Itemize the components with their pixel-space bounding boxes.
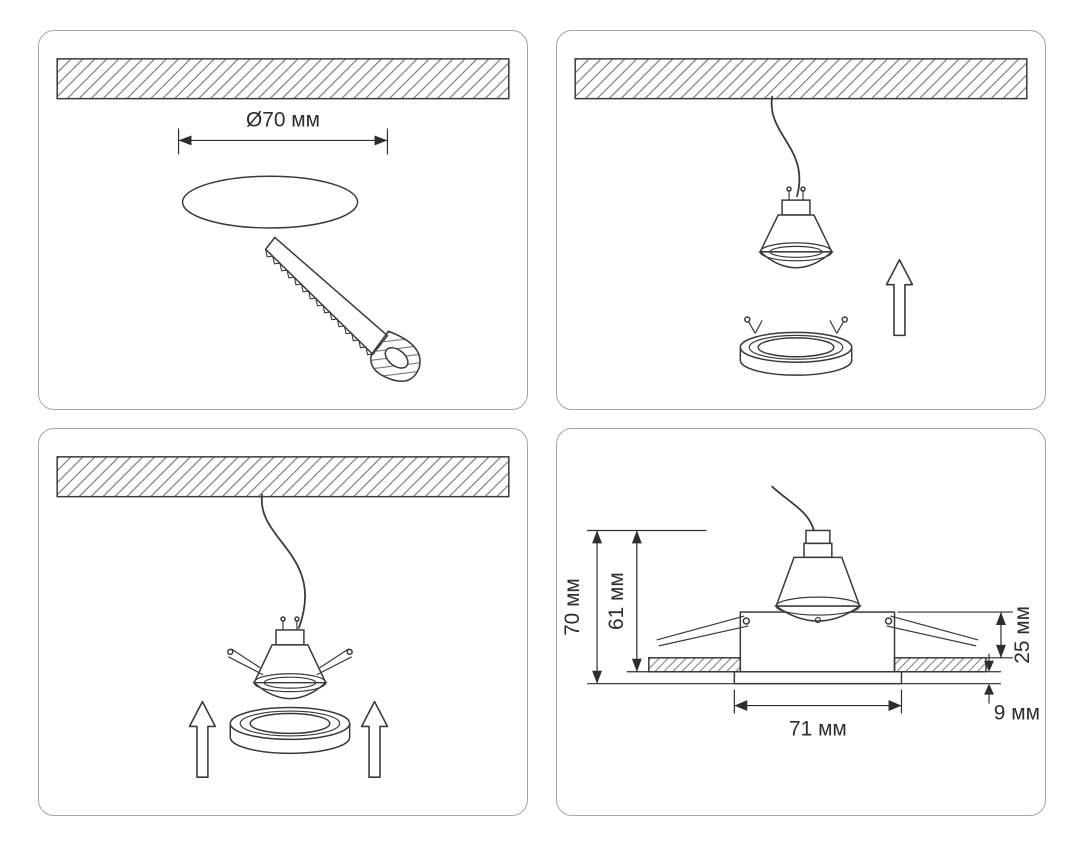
- spring-clip-tip: [227, 648, 234, 656]
- ring-mid: [748, 334, 844, 360]
- dimension-arrowhead: [374, 135, 388, 146]
- up-arrow-icon: [360, 700, 389, 778]
- trim-flange: [733, 670, 903, 685]
- step3-drawing: [56, 456, 510, 778]
- lamp-cone: [775, 556, 861, 607]
- dimension-height-total: 70 мм: [561, 529, 735, 685]
- hole-diameter-dimension: Ø70 мм: [177, 108, 389, 155]
- ceiling-hatch: [574, 58, 1028, 100]
- spring-arm-right: [886, 615, 979, 647]
- step1-drawing: Ø70 мм: [56, 58, 510, 382]
- lamp-neck: [803, 542, 833, 559]
- lamp-bowl: [758, 251, 834, 269]
- dimension-height-inner: 61 мм: [605, 530, 649, 673]
- dimension-body-width: 71 мм: [733, 689, 903, 740]
- dimension-arrowhead: [995, 612, 1006, 625]
- hole-diameter-label: Ø70 мм: [246, 108, 320, 131]
- dimension-arrowhead: [888, 700, 902, 712]
- assembled-lamp-icon: [227, 616, 353, 755]
- height-inner-label: 61 мм: [605, 572, 628, 630]
- mounting-ring-icon: [739, 316, 853, 376]
- lamp-contact-tip: [786, 186, 792, 192]
- spring-arm-left: [656, 615, 749, 647]
- panel-step-3: [38, 428, 528, 816]
- dimension-recess-above-ceiling: 25 мм: [897, 606, 1034, 664]
- height-total-label: 70 мм: [561, 578, 584, 636]
- step2-drawing: [574, 58, 1028, 376]
- body-width-label: 71 мм: [789, 717, 847, 740]
- spring-pivot-left: [742, 617, 751, 625]
- ring-mid: [239, 710, 341, 737]
- ring-hole: [249, 712, 331, 735]
- dimension-arrowhead: [631, 530, 642, 544]
- spring-clip-tip: [841, 316, 849, 323]
- dimension-arrowhead: [592, 530, 603, 544]
- spotlight-lamp-icon: [758, 186, 834, 269]
- recess-above-ceiling-label: 25 мм: [1011, 606, 1034, 664]
- dimension-arrowhead: [995, 644, 1006, 658]
- saw-teeth: [265, 249, 374, 356]
- panel-step-1: Ø70 мм: [38, 30, 528, 410]
- power-wire: [771, 485, 815, 532]
- dimension-flange-depth: 9 мм: [901, 653, 1040, 724]
- lamp-contact-tip: [294, 616, 300, 622]
- dimension-arrowhead: [631, 658, 642, 672]
- lamp-contact-tip: [280, 616, 286, 622]
- spring-clip-right: [316, 648, 352, 676]
- saw-blade: [264, 236, 389, 356]
- lamp-bowl: [252, 681, 328, 700]
- panel-step-4: 70 мм 61 мм 25 мм: [556, 428, 1046, 816]
- power-wire: [261, 493, 306, 629]
- dimension-arrowhead: [984, 660, 994, 672]
- lamp-neck: [781, 199, 811, 216]
- ceiling-hatch-right: [893, 657, 987, 673]
- spring-clip-tip: [346, 648, 353, 656]
- flange-depth-label: 9 мм: [994, 701, 1040, 724]
- ring-hole: [757, 337, 835, 358]
- ceiling-hatch: [56, 456, 510, 498]
- cutout-hole: [181, 175, 359, 229]
- dimension-arrowhead: [592, 670, 603, 684]
- ceiling-hatch-left: [648, 657, 742, 673]
- terminal-block: [805, 529, 831, 545]
- up-arrow-icon: [188, 700, 217, 778]
- ceiling-hatch: [56, 58, 510, 100]
- dimension-arrowhead: [984, 683, 994, 695]
- lamp-contact-tip: [800, 186, 806, 192]
- saw-handle-hole: [384, 347, 409, 369]
- lamp-face: [769, 245, 823, 258]
- housing-screw: [814, 616, 821, 624]
- up-arrow-icon: [885, 258, 914, 337]
- dimension-arrowhead: [734, 700, 748, 712]
- lamp-rim: [775, 596, 861, 616]
- handsaw-icon: [264, 236, 421, 382]
- power-wire: [770, 95, 801, 198]
- spring-clip-left: [228, 648, 264, 676]
- lamp-rim: [253, 673, 327, 693]
- spring-pivot-right: [884, 617, 893, 625]
- dimension-arrowhead: [178, 135, 192, 146]
- lamp-neck: [275, 629, 305, 646]
- lamp-rim: [759, 242, 833, 262]
- spring-clip-tip: [744, 316, 751, 323]
- panel-step-2: [556, 30, 1046, 410]
- lamp-face: [263, 676, 317, 689]
- step4-drawing: 70 мм 61 мм 25 мм: [561, 485, 1040, 740]
